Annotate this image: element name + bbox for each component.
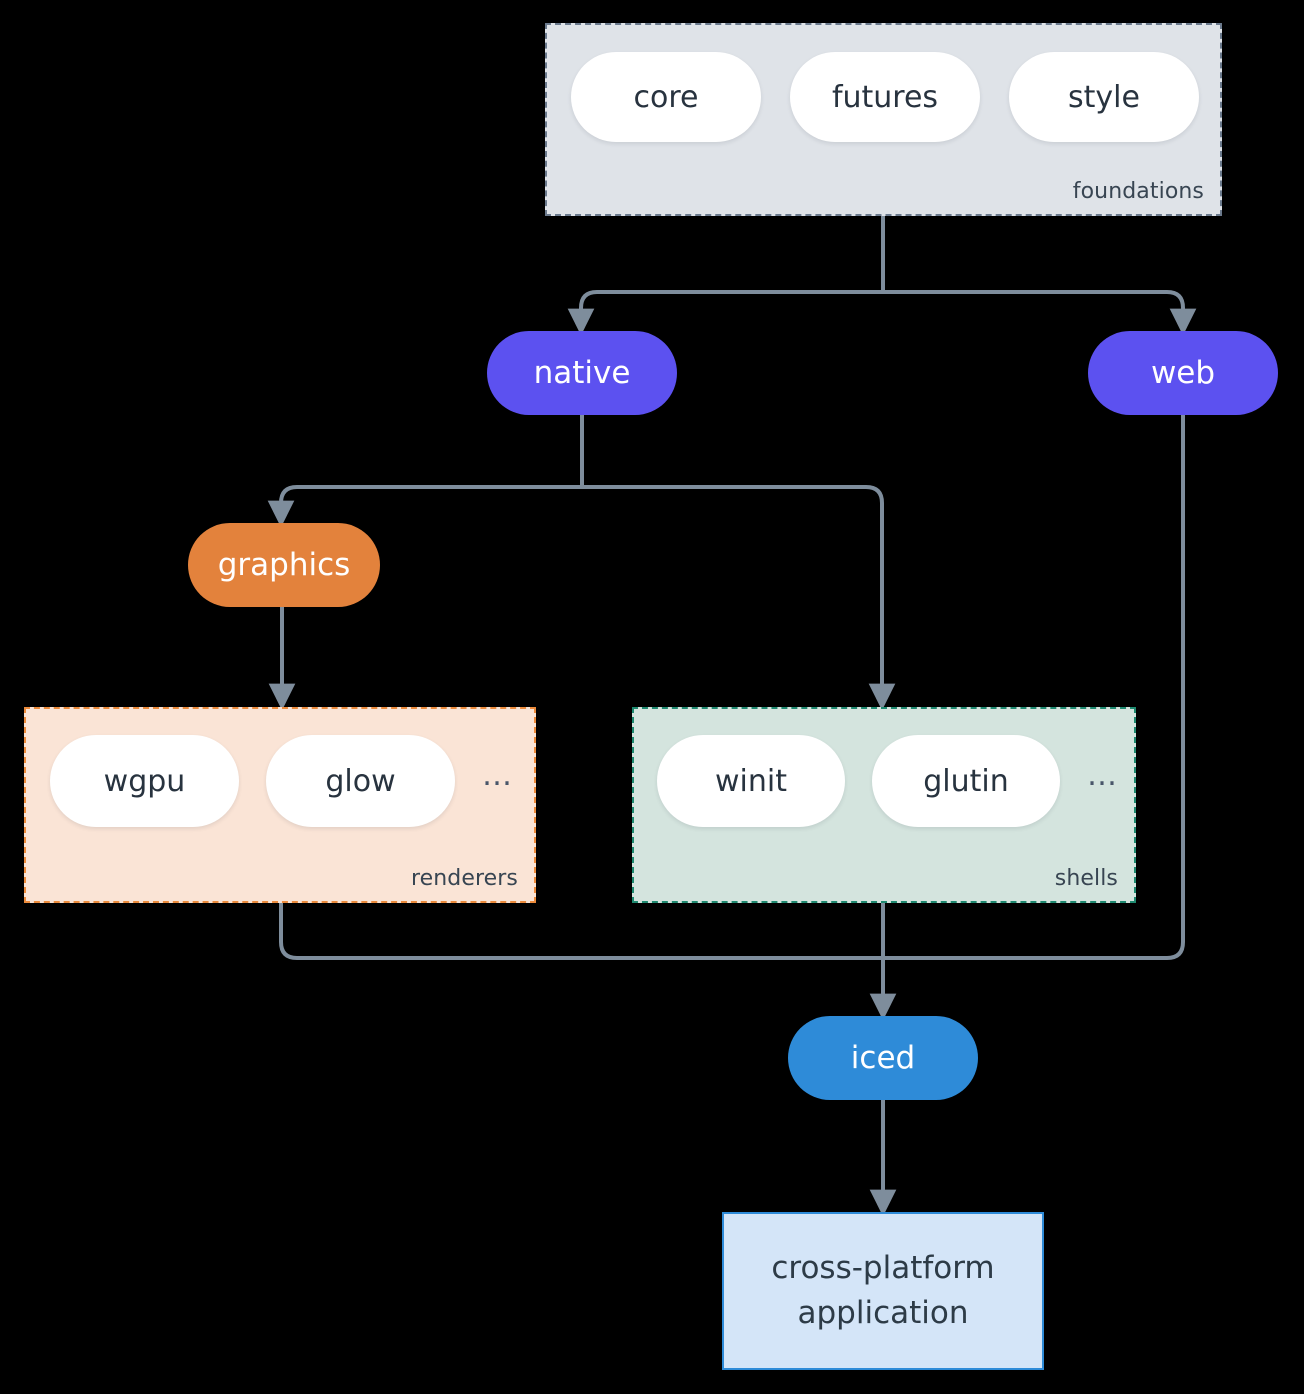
edge-native-to-shells (580, 485, 896, 711)
node-futures[interactable]: futures (790, 52, 980, 142)
node-iced[interactable]: iced (788, 1016, 978, 1100)
edge-foundations-to-web (881, 290, 1197, 336)
group-shells-label: shells (1054, 866, 1118, 891)
node-glutin[interactable]: glutin (872, 735, 1060, 827)
edge-native-to-graphics (267, 485, 584, 528)
group-foundations-label: foundations (1072, 179, 1204, 204)
node-graphics[interactable]: graphics (188, 523, 380, 607)
shells-more-ellipsis: … (1087, 758, 1119, 793)
node-web[interactable]: web (1088, 331, 1278, 415)
application-line-1: cross-platform (771, 1250, 995, 1287)
node-style[interactable]: style (1009, 52, 1199, 142)
edge-foundations-to-native (567, 290, 885, 336)
node-wgpu[interactable]: wgpu (50, 735, 239, 827)
renderers-member-row: wgpu glow … (50, 735, 514, 827)
foundations-member-row: core futures style (571, 52, 1199, 142)
group-renderers-label: renderers (410, 866, 518, 891)
node-winit[interactable]: winit (657, 735, 845, 827)
node-cross-platform-application[interactable]: cross-platform application (722, 1212, 1044, 1370)
edge-renderers-to-merge (279, 901, 885, 960)
renderers-more-ellipsis: … (482, 758, 514, 793)
node-glow[interactable]: glow (266, 735, 455, 827)
node-core[interactable]: core (571, 52, 761, 142)
shells-member-row: winit glutin … (657, 735, 1119, 827)
application-line-2: application (797, 1295, 969, 1331)
node-native[interactable]: native (487, 331, 677, 415)
